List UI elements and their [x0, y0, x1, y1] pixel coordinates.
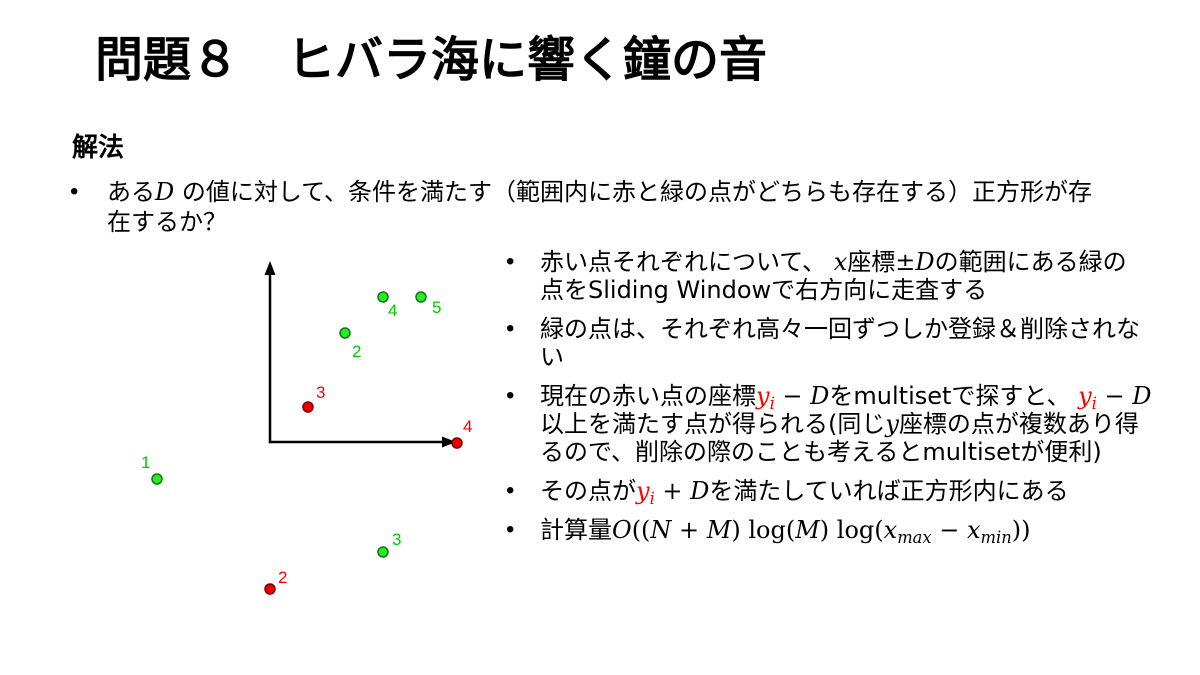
- math-variable: M: [795, 516, 820, 544]
- green-point: [415, 291, 427, 303]
- math-subscript: min: [980, 527, 1012, 547]
- green-point-label: 4: [388, 301, 397, 320]
- text-segment: 緑の点は、それぞれ高々一回ずつしか登録＆削除されな: [540, 315, 1140, 343]
- slide-title: 問題８ ヒバラ海に響く鐘の音: [95, 32, 768, 88]
- math-variable: x: [833, 248, 848, 276]
- axes: [264, 261, 456, 448]
- text-segment: 座標の点が複数あり得: [898, 410, 1139, 438]
- green-points: 1 2 3 4 5: [141, 291, 441, 558]
- math-variable: D: [810, 382, 830, 410]
- text-segment: い: [540, 343, 564, 371]
- math-operator: ((: [631, 516, 651, 544]
- text-segment: をmultisetで探すと、: [829, 382, 1079, 410]
- bullet-text: あるD の値に対して、条件を満たす（範囲内に赤と緑の点がどちらも存在する）正方形…: [107, 177, 1170, 237]
- bullet-register-delete-once: • 緑の点は、それぞれ高々一回ずつしか登録＆削除されない: [506, 315, 1190, 371]
- text-segment: 赤い点それぞれについて、: [540, 248, 834, 276]
- math-operator: +: [654, 477, 691, 505]
- text-segment: の範囲にある緑の: [934, 248, 1127, 276]
- x-axis-arrowhead: [442, 436, 456, 448]
- bullet-text: 計算量O((N + M) log(M) log(xmax − xmin)): [540, 516, 1190, 547]
- green-point: [151, 473, 163, 485]
- text-segment: るので、削除の際のことも考えるとmultisetが便利): [540, 438, 1102, 466]
- math-variable: D: [155, 178, 175, 206]
- bullet-square-check: • その点がyi + Dを満たしていれば正方形内にある: [506, 477, 1190, 508]
- math-operator: )): [1011, 516, 1031, 544]
- text-segment: 座標: [847, 248, 896, 276]
- text-segment: を満たしていれば正方形内にある: [709, 477, 1069, 505]
- bullet-marker: •: [70, 178, 79, 205]
- bullet-text: 緑の点は、それぞれ高々一回ずつしか登録＆削除されない: [540, 315, 1190, 371]
- bullet-marker: •: [506, 248, 515, 275]
- red-point-label: 3: [316, 383, 325, 402]
- green-point-label: 1: [141, 453, 150, 472]
- bullet-sliding-window: • 赤い点それぞれについて、 x座標±Dの範囲にある緑の点をSliding Wi…: [506, 248, 1190, 304]
- math-operator: ±: [895, 248, 916, 276]
- green-point: [377, 546, 389, 558]
- math-variable: O: [612, 516, 632, 544]
- math-variable: x: [883, 516, 898, 544]
- math-variable: D: [1132, 382, 1152, 410]
- point-diagram: 1 2 3 4 5 2 3 4: [141, 261, 472, 595]
- math-variable: y: [636, 477, 650, 505]
- section-heading: 解法: [72, 133, 125, 163]
- math-subscript: max: [897, 527, 932, 547]
- text-segment: 点をSliding Windowで右方向に走査する: [540, 276, 988, 304]
- green-point: [377, 291, 389, 303]
- math-variable: D: [690, 477, 710, 505]
- math-subscript: i: [769, 393, 775, 413]
- text-segment: 以上を満たす点が得られる(同じ: [540, 410, 886, 438]
- green-point-label: 2: [352, 342, 361, 361]
- math-variable: x: [966, 516, 981, 544]
- bullet-marker: •: [506, 516, 515, 543]
- red-point: [264, 583, 276, 595]
- bullet-marker: •: [506, 315, 515, 342]
- green-point-label: 3: [392, 530, 401, 549]
- bullet-complexity: • 計算量O((N + M) log(M) log(xmax − xmin)): [506, 516, 1190, 547]
- math-variable: N: [650, 516, 672, 544]
- text-segment: その点が: [540, 477, 636, 505]
- text-segment: 現在の赤い点の座標: [540, 382, 756, 410]
- math-operator: +: [671, 516, 707, 544]
- main-bullet: • あるD の値に対して、条件を満たす（範囲内に赤と緑の点がどちらも存在する）正…: [70, 177, 1170, 237]
- method-bullet-list: • 赤い点それぞれについて、 x座標±Dの範囲にある緑の点をSliding Wi…: [506, 248, 1190, 555]
- bullet-text: 赤い点それぞれについて、 x座標±Dの範囲にある緑の点をSliding Wind…: [540, 248, 1190, 304]
- bullet-marker: •: [506, 477, 515, 504]
- bullet-marker: •: [506, 382, 515, 409]
- math-variable: M: [706, 516, 732, 544]
- y-axis-arrowhead: [264, 261, 276, 275]
- red-point-label: 4: [463, 417, 472, 436]
- diagram-content: 1 2 3 4 5 2 3 4: [141, 261, 472, 595]
- red-point-label: 2: [278, 568, 287, 587]
- green-point-label: 5: [432, 298, 441, 317]
- green-point: [339, 327, 351, 339]
- red-point: [302, 401, 314, 413]
- math-operator: ) log(: [819, 516, 884, 544]
- math-variable: y: [756, 382, 770, 410]
- math-subscript: i: [649, 488, 655, 508]
- math-variable: y: [885, 410, 899, 438]
- red-points: 2 3 4: [264, 383, 472, 595]
- bullet-text: その点がyi + Dを満たしていれば正方形内にある: [540, 477, 1190, 508]
- math-variable: y: [1078, 382, 1092, 410]
- red-point: [451, 437, 463, 449]
- text-segment: 計算量: [540, 516, 612, 544]
- math-operator: −: [1096, 382, 1133, 410]
- text-segment: 在するか？: [107, 208, 227, 236]
- math-subscript: i: [1091, 393, 1097, 413]
- math-operator: −: [931, 516, 967, 544]
- text-segment: の値に対して、条件を満たす（範囲内に赤と緑の点がどちらも存在する）正方形が存: [174, 178, 1092, 206]
- math-operator: −: [774, 382, 811, 410]
- math-operator: ) log(: [731, 516, 796, 544]
- math-variable: D: [915, 248, 935, 276]
- text-segment: ある: [107, 178, 155, 206]
